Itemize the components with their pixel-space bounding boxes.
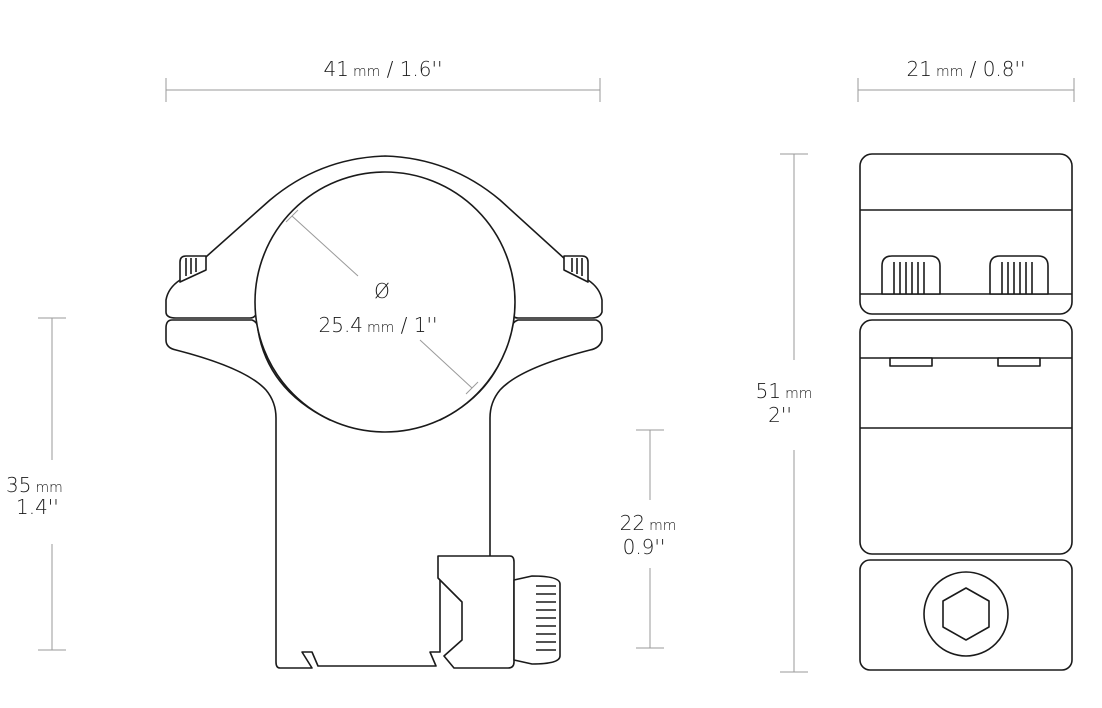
side-hex-socket xyxy=(942,587,990,641)
diameter-leader-bottom xyxy=(419,339,473,389)
side-slot-left xyxy=(889,357,933,367)
side-lower-body xyxy=(859,319,1073,555)
side-screw-head-right xyxy=(989,255,1049,295)
diameter-tick-bottom xyxy=(465,381,479,395)
side-view xyxy=(859,153,1073,671)
diameter-tick-top xyxy=(285,209,299,223)
diameter-symbol: Ø xyxy=(374,279,390,303)
dimension-lines xyxy=(38,78,1075,673)
front-view xyxy=(165,155,603,669)
side-slot-right xyxy=(997,357,1041,367)
front-rail-clamp xyxy=(437,555,515,669)
front-tube-bore xyxy=(254,171,516,433)
side-screw-head-left xyxy=(881,255,941,295)
side-screw-knurl xyxy=(893,262,1033,294)
rail-height-dimension-imperial: 0.9'' xyxy=(623,535,666,559)
height-dimension-imperial: 1.4'' xyxy=(16,495,59,519)
total-height-dimension-imperial: 2'' xyxy=(768,403,792,427)
front-nut-knurl xyxy=(536,585,556,651)
diameter-leader-top xyxy=(291,215,359,277)
front-screw-knurl xyxy=(185,258,583,276)
